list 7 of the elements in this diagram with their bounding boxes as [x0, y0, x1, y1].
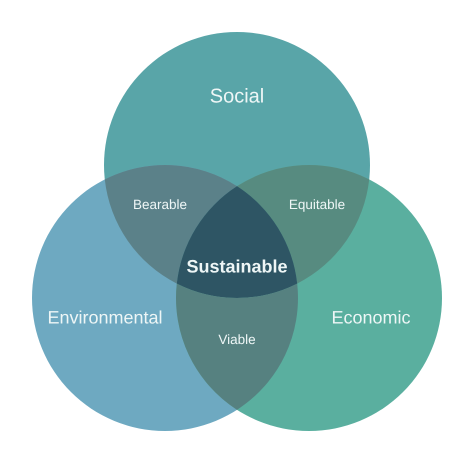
circle-label: Social: [210, 86, 264, 108]
circle-label: Economic: [331, 308, 411, 328]
region-label: Sustainable: [186, 256, 288, 278]
region-label: Equitable: [288, 197, 346, 213]
region-label: Bearable: [132, 197, 188, 213]
circle-label: Environmental: [47, 308, 163, 328]
region-label: Viable: [218, 332, 256, 348]
